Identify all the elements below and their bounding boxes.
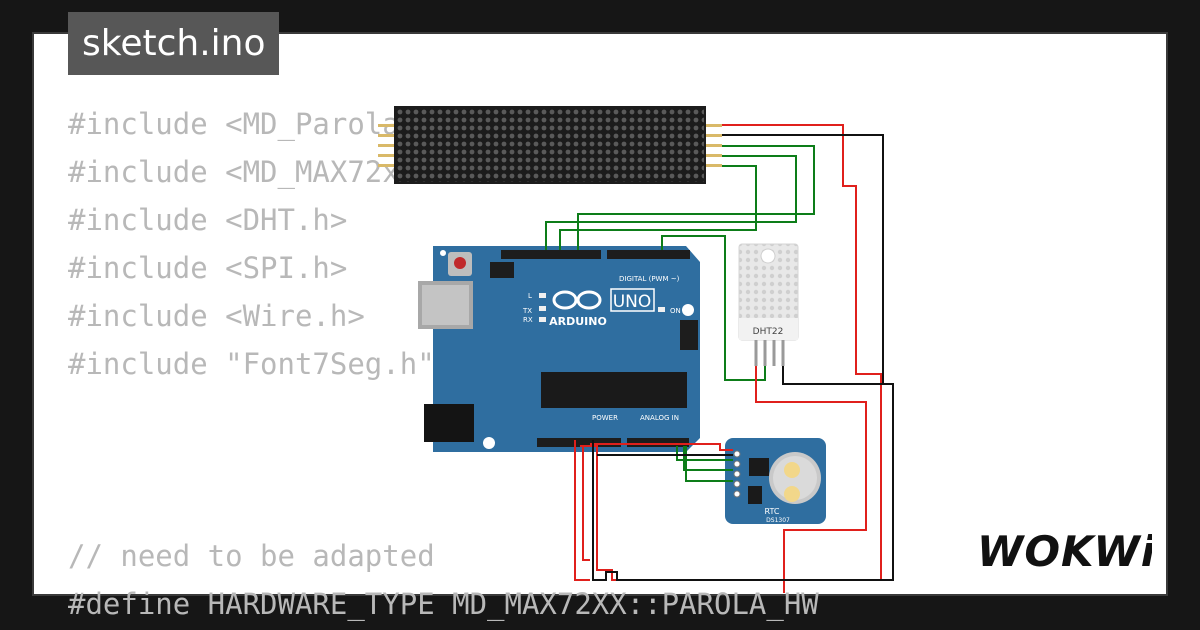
rtc-chip-label: DS1307 (766, 517, 790, 524)
led-matrix-display[interactable] (378, 106, 722, 184)
wire-red[interactable] (582, 446, 590, 561)
l-led-label: L (528, 292, 532, 300)
wire-green[interactable] (661, 235, 766, 381)
rtc-label: RTC (765, 507, 780, 516)
tx-led-label: TX (522, 307, 532, 315)
rx-led-label: RX (523, 316, 533, 324)
dht22-label: DHT22 (753, 327, 784, 337)
wire-green[interactable] (577, 145, 815, 250)
wire-green[interactable] (559, 165, 757, 250)
code-line: #define HARDWARE_TYPE MD_MAX72XX::PAROLA… (68, 587, 819, 621)
wokwi-logo-text: WOKWi (977, 527, 1152, 576)
arduino-brand-label: ARDUINO (549, 315, 607, 328)
wire-red[interactable] (755, 366, 867, 600)
wire-red[interactable] (580, 124, 882, 581)
wire-black[interactable] (782, 366, 883, 385)
wire-red[interactable] (590, 443, 733, 451)
code-line: // need to be adapted (68, 539, 435, 573)
code-line: #include <DHT.h> (68, 203, 348, 237)
wokwi-logo: WOKWi (977, 527, 1152, 576)
wire-green[interactable] (545, 155, 797, 250)
wire-green[interactable] (676, 446, 733, 461)
dht22-sensor[interactable]: DHT22 (738, 243, 799, 366)
file-tab-sketch[interactable]: sketch.ino (68, 12, 280, 75)
on-led-label: ON (670, 307, 681, 315)
code-line: #include <Wire.h> (68, 299, 365, 333)
wire-green[interactable] (685, 446, 733, 482)
rtc-ds1307-module[interactable]: RTC DS1307 (725, 438, 826, 524)
digital-header-label: DIGITAL (PWM ~) (619, 275, 680, 283)
uno-model-label: UNO (613, 292, 652, 312)
power-header-label: POWER (592, 414, 618, 422)
analog-header-label: ANALOG IN (640, 414, 679, 422)
arduino-uno-board[interactable]: ARDUINO UNO DIGITAL (PWM ~) POWER ANALOG… (418, 246, 700, 452)
wiring (545, 124, 894, 600)
wire-black[interactable] (592, 134, 894, 581)
code-line: #include <SPI.h> (68, 251, 348, 285)
code-line: #include "Font7Seg.h" (68, 347, 435, 381)
wire-red[interactable] (574, 440, 590, 581)
